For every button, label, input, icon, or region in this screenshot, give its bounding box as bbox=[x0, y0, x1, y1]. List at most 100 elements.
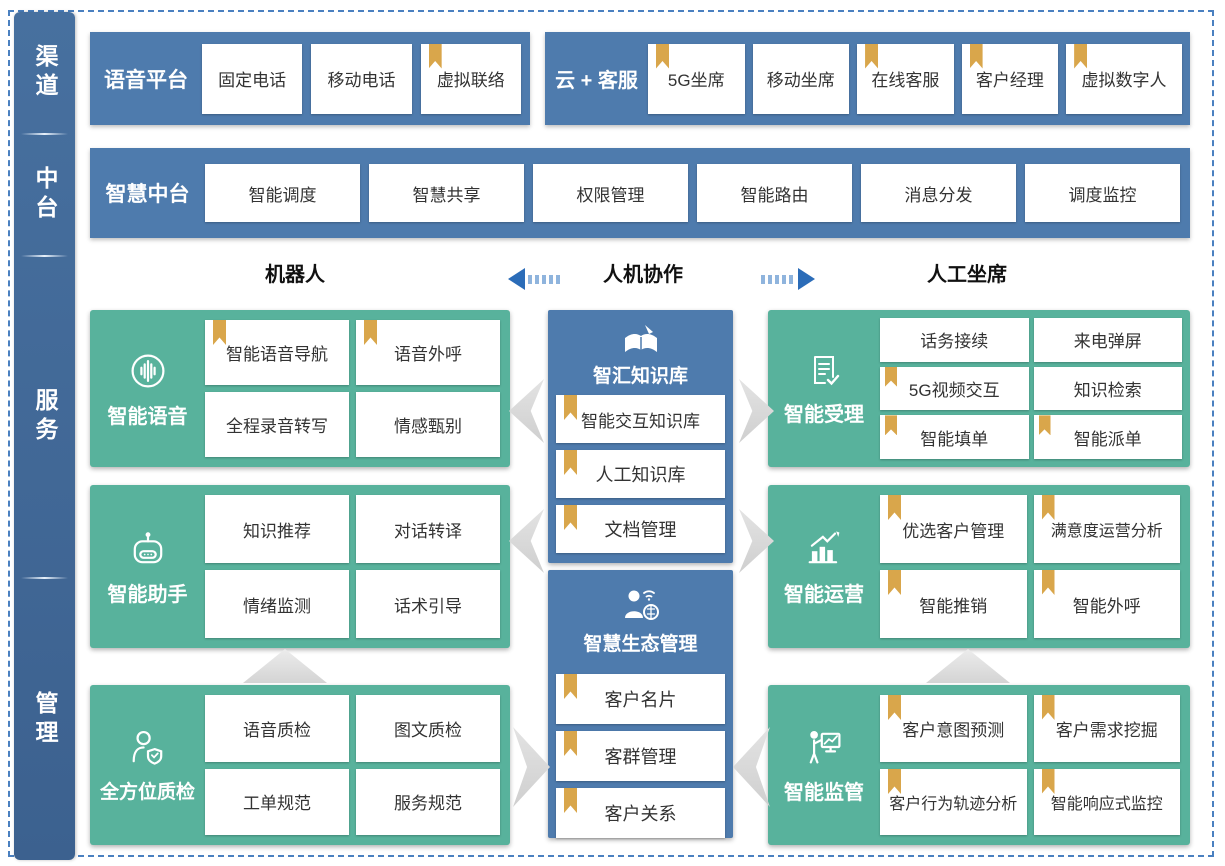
item-label: 客户需求挖掘 bbox=[1055, 721, 1158, 740]
knowledge-base-items: 智能交互知识库 人工知识库 文档管理 bbox=[548, 395, 733, 553]
header-human-agent: 人工坐席 bbox=[927, 264, 1007, 286]
smart-assistant-title: 智能助手 bbox=[107, 583, 188, 606]
bookmark-icon bbox=[564, 788, 577, 813]
list-item: 智能填单 bbox=[880, 415, 1029, 459]
arrow-left-icon bbox=[508, 268, 565, 290]
bookmark-icon bbox=[888, 570, 901, 595]
header-robot: 机器人 bbox=[265, 264, 325, 286]
person-shield-icon bbox=[126, 726, 170, 770]
item-label: 语音质检 bbox=[243, 720, 311, 740]
rail-divider bbox=[21, 255, 68, 257]
item-label: 虚拟数字人 bbox=[1081, 71, 1167, 90]
middle-platform-title: 智慧中台 bbox=[105, 183, 190, 206]
item-label: 优选客户管理 bbox=[902, 521, 1005, 541]
list-item: 客群管理 bbox=[556, 731, 725, 781]
bookmark-icon bbox=[865, 43, 879, 69]
item-label: 满意度运营分析 bbox=[1050, 523, 1163, 540]
list-item: 优选客户管理 bbox=[880, 495, 1027, 563]
list-item: 客户行为轨迹分析 bbox=[880, 769, 1027, 835]
list-item: 语音质检 bbox=[205, 695, 349, 762]
bookmark-icon bbox=[885, 366, 897, 387]
middle-platform-items: 智能调度 智慧共享 权限管理 智能路由 消息分发 调度监控 bbox=[205, 164, 1190, 222]
list-item: 话术引导 bbox=[356, 570, 500, 638]
arrowhead-left bbox=[508, 268, 525, 290]
list-item: 服务规范 bbox=[356, 768, 500, 835]
rail-section-midplatform: 中台 bbox=[14, 135, 75, 255]
item-label: 客户关系 bbox=[604, 804, 677, 824]
smart-operations-title: 智能运营 bbox=[784, 583, 864, 606]
list-item: 在线客服 bbox=[857, 43, 954, 114]
list-item: 文档管理 bbox=[556, 505, 725, 553]
list-item: 智能路由 bbox=[697, 164, 852, 222]
bookmark-icon bbox=[1074, 43, 1088, 69]
smart-voice-title: 智能语音 bbox=[107, 405, 188, 428]
bookmark-icon bbox=[564, 731, 577, 756]
smart-supervision-block: 智能监管 客户意图预测 客户需求挖掘 客户行为轨迹分析 智能响应式监控 bbox=[768, 685, 1190, 845]
item-label: 知识检索 bbox=[1073, 380, 1142, 400]
bookmark-icon bbox=[888, 695, 901, 720]
list-item: 全程录音转写 bbox=[205, 392, 349, 457]
smart-operations-items: 优选客户管理 满意度运营分析 智能推销 智能外呼 bbox=[880, 485, 1190, 648]
item-label: 对话转译 bbox=[394, 521, 462, 541]
left-rail: 渠道 中台 服务 管理 bbox=[14, 12, 75, 860]
dashed-border bbox=[8, 10, 1214, 857]
item-label: 情感甄别 bbox=[394, 417, 462, 436]
rail-divider bbox=[21, 577, 68, 579]
rail-section-channel: 渠道 bbox=[14, 12, 75, 133]
robot-icon bbox=[126, 527, 170, 571]
item-label: 图文质检 bbox=[394, 720, 462, 740]
smart-voice-items: 智能语音导航 语音外呼 全程录音转写 情感甄别 bbox=[205, 310, 510, 467]
smart-acceptance-items: 话务接续 来电弹屏 5G视频交互 知识检索 智能填单 智能派单 bbox=[880, 310, 1190, 467]
arrow-dash-tail bbox=[528, 274, 562, 284]
rail-label-management: 管理 bbox=[32, 690, 58, 749]
smart-acceptance-title: 智能受理 bbox=[784, 403, 864, 426]
chart-growth-icon bbox=[802, 527, 846, 571]
ecosystem-management-title: 智慧生态管理 bbox=[583, 634, 698, 655]
item-label: 全程录音转写 bbox=[226, 417, 328, 436]
bookmark-icon bbox=[1041, 495, 1055, 520]
list-item: 智能派单 bbox=[1033, 415, 1182, 459]
smart-voice-side: 智能语音 bbox=[90, 310, 205, 467]
item-label: 智慧共享 bbox=[412, 185, 481, 205]
ecosystem-person-icon bbox=[618, 584, 664, 626]
item-label: 智能派单 bbox=[1073, 429, 1142, 449]
list-item: 权限管理 bbox=[533, 164, 688, 222]
bookmark-icon bbox=[428, 43, 442, 69]
item-label: 智能推销 bbox=[919, 596, 988, 616]
item-label: 固定电话 bbox=[218, 71, 287, 90]
list-item: 工单规范 bbox=[205, 768, 349, 835]
item-label: 工单规范 bbox=[243, 794, 311, 814]
header-human-machine: 人机协作 bbox=[603, 264, 683, 286]
item-label: 在线客服 bbox=[871, 71, 940, 90]
arrowhead-right bbox=[798, 268, 815, 290]
item-label: 知识推荐 bbox=[243, 521, 311, 541]
list-item: 知识推荐 bbox=[205, 495, 349, 563]
list-item: 5G视频交互 bbox=[880, 366, 1029, 411]
voice-platform-items: 固定电话 移动电话 虚拟联络 bbox=[202, 43, 530, 114]
smart-operations-block: 智能运营 优选客户管理 满意度运营分析 智能推销 智能外呼 bbox=[768, 485, 1190, 648]
list-item: 5G坐席 bbox=[648, 43, 745, 114]
bookmark-icon bbox=[564, 505, 577, 530]
ecosystem-management-items: 客户名片 客群管理 客户关系 bbox=[548, 674, 733, 838]
list-item: 调度监控 bbox=[1025, 164, 1180, 222]
rail-label-service: 服务 bbox=[32, 388, 58, 446]
bookmark-icon bbox=[1038, 415, 1051, 436]
list-item: 虚拟联络 bbox=[420, 43, 521, 114]
ecosystem-management-block: 智慧生态管理 客户名片 客群管理 客户关系 bbox=[548, 570, 733, 838]
list-item: 情感甄别 bbox=[356, 392, 500, 457]
smart-operations-side: 智能运营 bbox=[768, 485, 880, 648]
bookmark-icon bbox=[969, 43, 983, 69]
item-label: 客户行为轨迹分析 bbox=[889, 796, 1018, 813]
rail-label-midplatform: 中台 bbox=[32, 166, 58, 224]
smart-acceptance-side: 智能受理 bbox=[768, 310, 880, 467]
item-label: 权限管理 bbox=[576, 185, 645, 205]
list-item: 客户名片 bbox=[556, 674, 725, 724]
list-item: 移动电话 bbox=[311, 43, 412, 114]
rail-label-channel: 渠道 bbox=[32, 43, 58, 102]
cloud-service-items: 5G坐席 移动坐席 在线客服 客户经理 虚拟数字人 bbox=[648, 43, 1190, 114]
bookmark-icon bbox=[364, 320, 377, 345]
list-item: 话务接续 bbox=[880, 318, 1029, 362]
smart-supervision-title: 智能监管 bbox=[784, 782, 864, 804]
item-label: 来电弹屏 bbox=[1073, 332, 1142, 352]
voice-wave-icon bbox=[126, 349, 170, 393]
